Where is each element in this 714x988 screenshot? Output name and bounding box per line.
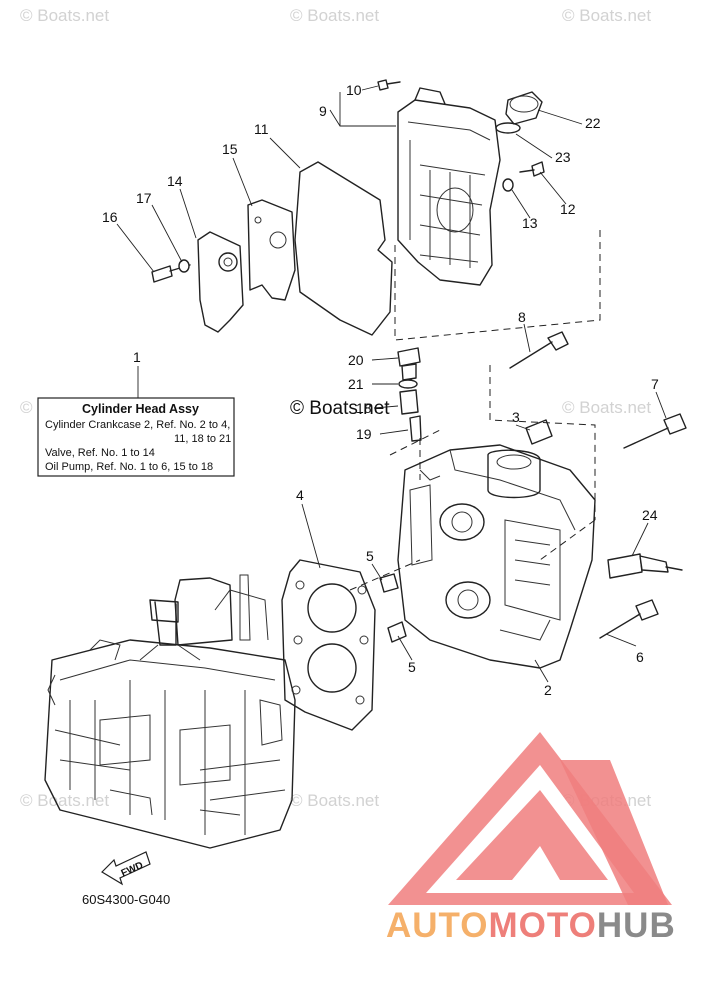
callout-21: 21: [348, 376, 364, 392]
anode-plate-drawing: [197, 231, 244, 333]
callout-numbers: 1 2 3 4 5 5 6 7 8 9 10 11 12 13 14 15 16…: [102, 82, 659, 698]
callout-16: 16: [102, 209, 118, 225]
callout-2: 2: [544, 682, 552, 698]
callout-23: 23: [555, 149, 571, 165]
callout-18: 18: [356, 400, 372, 416]
watermark-center-text: © Boats.net: [290, 398, 390, 419]
callout-22: 22: [585, 115, 601, 131]
callout-5-upper: 5: [366, 548, 374, 564]
watermark-text: © Boats.net: [290, 6, 379, 25]
info-box-line: Oil Pump, Ref. No. 1 to 6, 15 to 18: [45, 461, 213, 473]
brand-part-auto: AUTO: [386, 906, 489, 945]
watermark-text: © Boats.net: [290, 791, 379, 810]
fwd-arrow-icon: FWD: [101, 851, 151, 886]
callout-24: 24: [642, 507, 658, 523]
callout-14: 14: [167, 173, 183, 189]
info-box-line: Valve, Ref. No. 1 to 14: [45, 447, 155, 459]
info-box-line: 11, 18 to 21: [174, 433, 231, 445]
cylinder-crankcase-drawing: [44, 574, 296, 849]
info-box-title: Cylinder Head Assy: [82, 402, 199, 416]
cover-gasket-drawing: [294, 161, 393, 336]
small-parts-drawing: [151, 79, 687, 643]
callout-20: 20: [348, 352, 364, 368]
callout-8: 8: [518, 309, 526, 325]
callout-3: 3: [512, 409, 520, 425]
watermark-text: © Boats.net: [562, 6, 651, 25]
leader-lines: [116, 85, 667, 683]
callout-6: 6: [636, 649, 644, 665]
callout-15: 15: [222, 141, 238, 157]
watermark-text: © Boats.net: [20, 791, 109, 810]
automotohub-logo-mark: [388, 732, 672, 905]
cylinder-head-cover-drawing: [397, 87, 501, 286]
svg-text:AUTOMOTOHUB: AUTOMOTOHUB: [386, 906, 676, 945]
brand-part-moto: MOTO: [489, 906, 597, 945]
assembly-lines: [349, 225, 601, 591]
head-gasket-drawing: [281, 559, 376, 731]
callout-19: 19: [356, 426, 372, 442]
watermark-text: © Boats.net: [20, 6, 109, 25]
callout-17: 17: [136, 190, 152, 206]
callout-11: 11: [254, 121, 269, 137]
callout-5-lower: 5: [408, 659, 416, 675]
info-box: Cylinder Head Assy Cylinder Crankcase 2,…: [37, 397, 235, 477]
brand-part-hub: HUB: [597, 906, 676, 945]
callout-4: 4: [296, 487, 304, 503]
diagram-code: 60S4300-G040: [82, 892, 170, 907]
callout-12: 12: [560, 201, 576, 217]
callout-7: 7: [651, 376, 659, 392]
plate-drawing: [247, 199, 296, 301]
callout-9: 9: [319, 103, 327, 119]
automotohub-wordmark: AUTOMOTOHUB: [386, 906, 676, 945]
watermark-text: © Boats.net: [562, 398, 651, 417]
callout-10: 10: [346, 82, 362, 98]
callout-13: 13: [522, 215, 538, 231]
info-box-line: Cylinder Crankcase 2, Ref. No. 2 to 4,: [45, 419, 230, 431]
callout-1: 1: [133, 349, 141, 365]
cylinder-head-drawing: [397, 444, 596, 669]
